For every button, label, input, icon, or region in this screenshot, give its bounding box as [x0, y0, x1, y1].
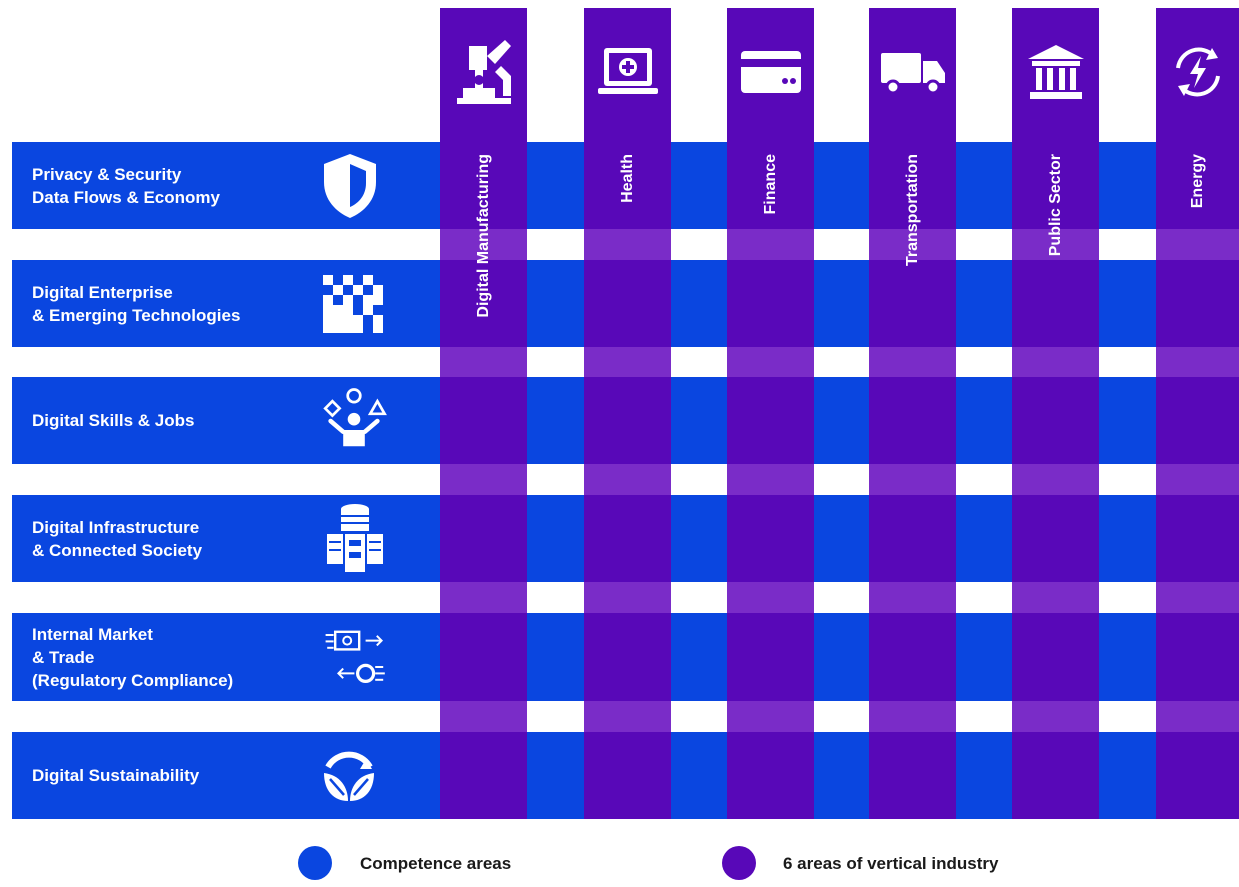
- column-label: Energy: [1188, 154, 1206, 209]
- money-exchange-icon: [324, 619, 396, 691]
- column-label: Transportation: [903, 154, 921, 267]
- column-gap-segment: [584, 582, 671, 613]
- column-gap-segment: [440, 229, 527, 260]
- industry-column-public-sector: Public Sector: [1012, 8, 1099, 819]
- column-gap-segment: [727, 347, 814, 377]
- column-gap-segment: [727, 701, 814, 732]
- leaf-cycle-icon: [313, 740, 385, 812]
- column-gap-segment: [584, 229, 671, 260]
- row-label: Privacy & Security Data Flows & Economy: [32, 164, 220, 207]
- row-label: Digital Enterprise & Emerging Technologi…: [32, 282, 241, 325]
- column-gap-segment: [1156, 701, 1239, 732]
- column-gap-segment: [1012, 582, 1099, 613]
- truck-icon: [869, 22, 956, 122]
- column-gap-segment: [1156, 229, 1239, 260]
- column-gap-segment: [584, 464, 671, 495]
- industry-column-finance: Finance: [727, 8, 814, 819]
- column-gap-segment: [440, 582, 527, 613]
- column-label: Public Sector: [1046, 154, 1064, 257]
- column-gap-segment: [727, 229, 814, 260]
- industry-column-transportation: Transportation: [869, 8, 956, 819]
- industry-column-health: Health: [584, 8, 671, 819]
- person-juggling-shapes-icon: [318, 385, 390, 457]
- column-gap-segment: [869, 701, 956, 732]
- legend-dot-vertical-industry: [722, 846, 756, 880]
- column-gap-segment: [1012, 347, 1099, 377]
- column-gap-segment: [584, 701, 671, 732]
- pixel-grid-icon: [318, 268, 390, 340]
- column-gap-segment: [1012, 701, 1099, 732]
- industry-column-digital-manufacturing: Digital Manufacturing: [440, 8, 527, 819]
- row-label: Digital Sustainability: [32, 766, 200, 785]
- column-gap-segment: [727, 464, 814, 495]
- column-gap-segment: [440, 701, 527, 732]
- column-gap-segment: [584, 347, 671, 377]
- government-building-icon: [1012, 22, 1099, 122]
- column-gap-segment: [1012, 464, 1099, 495]
- row-label: Digital Infrastructure & Connected Socie…: [32, 517, 203, 560]
- column-gap-segment: [1156, 582, 1239, 613]
- column-gap-segment: [440, 464, 527, 495]
- column-gap-segment: [440, 347, 527, 377]
- column-gap-segment: [869, 347, 956, 377]
- column-label: Finance: [761, 154, 779, 215]
- credit-card-icon: [727, 22, 814, 122]
- column-gap-segment: [1156, 347, 1239, 377]
- column-gap-segment: [1156, 464, 1239, 495]
- industry-column-energy: Energy: [1156, 8, 1239, 819]
- row-label: Digital Skills & Jobs: [32, 411, 195, 430]
- column-gap-segment: [869, 229, 956, 260]
- shield-icon: [314, 150, 386, 222]
- column-gap-segment: [869, 582, 956, 613]
- legend-label-competence: Competence areas: [360, 854, 512, 873]
- column-gap-segment: [727, 582, 814, 613]
- column-gap-segment: [1012, 229, 1099, 260]
- row-label: Internal Market & Trade (Regulatory Comp…: [32, 624, 234, 690]
- database-servers-icon: [319, 502, 391, 574]
- energy-cycle-icon: [1156, 22, 1239, 122]
- column-label: Health: [618, 154, 636, 203]
- legend-label-vertical-industry: 6 areas of vertical industry: [783, 854, 999, 873]
- column-gap-segment: [869, 464, 956, 495]
- column-label: Digital Manufacturing: [474, 154, 492, 318]
- robot-arm-icon: [440, 22, 527, 122]
- legend-dot-competence: [298, 846, 332, 880]
- laptop-medical-icon: [584, 22, 671, 122]
